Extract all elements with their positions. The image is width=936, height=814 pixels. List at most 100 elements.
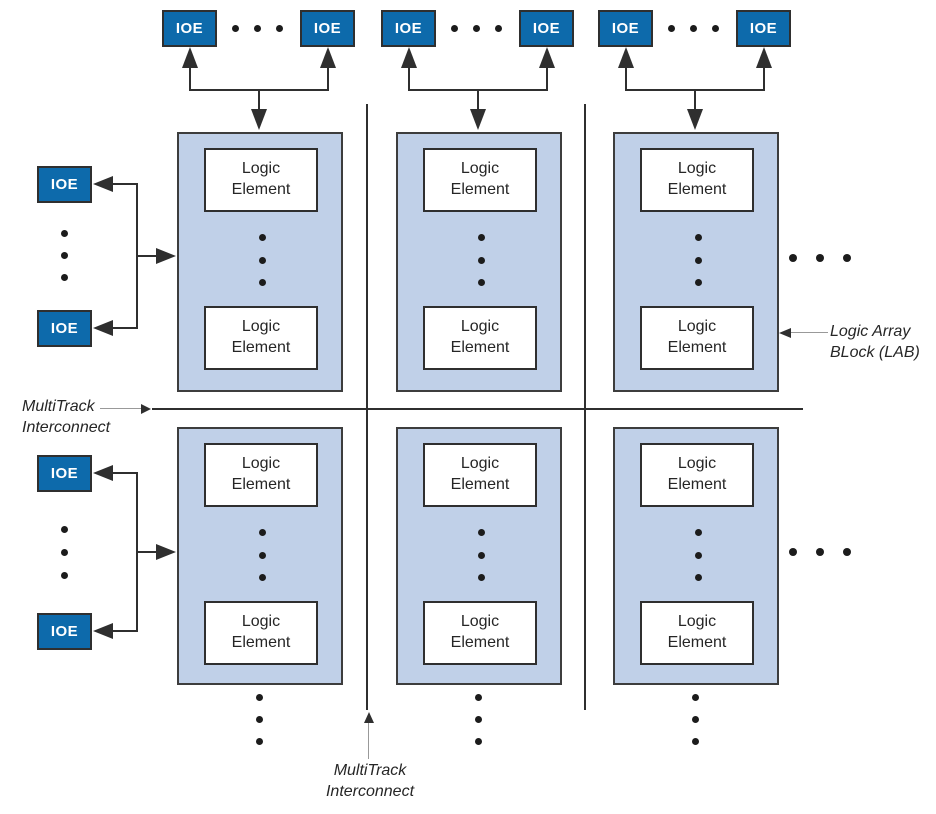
ellipsis-dot <box>451 25 458 32</box>
top-ioe-pair: IOE IOE <box>381 10 574 131</box>
logic-element-box: Logic Element <box>423 306 537 370</box>
logic-element-box: Logic Element <box>640 148 754 212</box>
ioe-block: IOE <box>162 10 217 47</box>
right-arrowhead <box>156 544 176 560</box>
logic-array-block: Logic Element Logic Element <box>396 132 562 392</box>
logic-element-box: Logic Element <box>204 306 318 370</box>
ioe-block: IOE <box>37 310 92 347</box>
ellipsis-dot <box>789 548 797 556</box>
ellipsis-dot <box>478 234 485 241</box>
connector-line <box>477 91 479 111</box>
ellipsis-dot <box>668 25 675 32</box>
ellipsis-dot <box>232 25 239 32</box>
connector-line <box>189 66 191 91</box>
logic-element-box: Logic Element <box>640 601 754 665</box>
up-arrowhead <box>182 47 198 68</box>
ellipsis-dot <box>690 25 697 32</box>
top-ioe-pair: IOE IOE <box>598 10 791 131</box>
left-ioe-group: IOE IOE <box>37 455 177 655</box>
up-arrowhead <box>401 47 417 68</box>
down-arrowhead <box>470 109 486 130</box>
logic-element-box: Logic Element <box>204 601 318 665</box>
ellipsis-dot <box>61 572 68 579</box>
column-interconnect-line <box>584 104 586 710</box>
ellipsis-dot <box>256 738 263 745</box>
ellipsis-dot <box>789 254 797 262</box>
logic-element-box: Logic Element <box>204 443 318 507</box>
ellipsis-dot <box>478 257 485 264</box>
ellipsis-dot <box>816 254 824 262</box>
left-ioe-group: IOE IOE <box>37 166 177 351</box>
ellipsis-dot <box>695 574 702 581</box>
ellipsis-dot <box>256 716 263 723</box>
top-ioe-pair: IOE IOE <box>162 10 355 131</box>
connector-line <box>136 255 157 257</box>
logic-array-block: Logic Element Logic Element <box>177 132 343 392</box>
ellipsis-dot <box>61 230 68 237</box>
leader-line <box>368 723 369 759</box>
connector-line <box>189 89 329 91</box>
up-arrowhead <box>756 47 772 68</box>
connector-line <box>111 472 138 474</box>
connector-line <box>327 66 329 91</box>
ellipsis-dot <box>478 552 485 559</box>
ellipsis-dot <box>478 279 485 286</box>
logic-element-box: Logic Element <box>423 148 537 212</box>
lab-callout-label: Logic Array BLock (LAB) <box>830 323 920 361</box>
ellipsis-dot <box>276 25 283 32</box>
ellipsis-dot <box>259 279 266 286</box>
connector-line <box>111 327 138 329</box>
ellipsis-dot <box>695 257 702 264</box>
ellipsis-dot <box>478 574 485 581</box>
multitrack-interconnect-label-bottom: MultiTrack Interconnect <box>325 762 415 800</box>
ellipsis-dot <box>259 234 266 241</box>
connector-line <box>625 89 765 91</box>
connector-line <box>625 66 627 91</box>
ellipsis-dot <box>259 529 266 536</box>
ellipsis-dot <box>61 526 68 533</box>
left-arrowhead <box>93 465 113 481</box>
ioe-block: IOE <box>300 10 355 47</box>
left-arrowhead <box>779 328 791 338</box>
connector-line <box>111 630 138 632</box>
ellipsis-dot <box>259 552 266 559</box>
up-arrowhead <box>539 47 555 68</box>
connector-line <box>694 91 696 111</box>
logic-array-block: Logic Element Logic Element <box>177 427 343 685</box>
connector-line <box>546 66 548 91</box>
logic-element-box: Logic Element <box>204 148 318 212</box>
down-arrowhead <box>687 109 703 130</box>
ellipsis-dot <box>692 716 699 723</box>
ellipsis-dot <box>695 279 702 286</box>
multitrack-interconnect-label-left: MultiTrack Interconnect <box>22 398 111 436</box>
ioe-block: IOE <box>37 455 92 492</box>
ellipsis-dot <box>692 738 699 745</box>
ioe-block: IOE <box>736 10 791 47</box>
ioe-block: IOE <box>598 10 653 47</box>
connector-line <box>258 91 260 111</box>
ellipsis-dot <box>843 254 851 262</box>
ellipsis-dot <box>695 529 702 536</box>
left-arrowhead <box>93 320 113 336</box>
logic-element-box: Logic Element <box>423 443 537 507</box>
ellipsis-dot <box>478 529 485 536</box>
logic-array-block: Logic Element Logic Element <box>613 427 779 685</box>
logic-element-box: Logic Element <box>640 443 754 507</box>
connector-line <box>136 551 157 553</box>
left-arrowhead <box>93 623 113 639</box>
ellipsis-dot <box>259 257 266 264</box>
ellipsis-dot <box>816 548 824 556</box>
ioe-block: IOE <box>37 613 92 650</box>
ellipsis-dot <box>254 25 261 32</box>
ellipsis-dot <box>695 552 702 559</box>
leader-line <box>791 332 828 333</box>
connector-line <box>111 183 138 185</box>
right-arrowhead <box>141 404 151 414</box>
column-interconnect-line <box>366 104 368 710</box>
ellipsis-dot <box>843 548 851 556</box>
connector-line <box>408 89 548 91</box>
leader-line <box>100 408 141 409</box>
up-arrowhead <box>364 712 374 723</box>
ellipsis-dot <box>495 25 502 32</box>
